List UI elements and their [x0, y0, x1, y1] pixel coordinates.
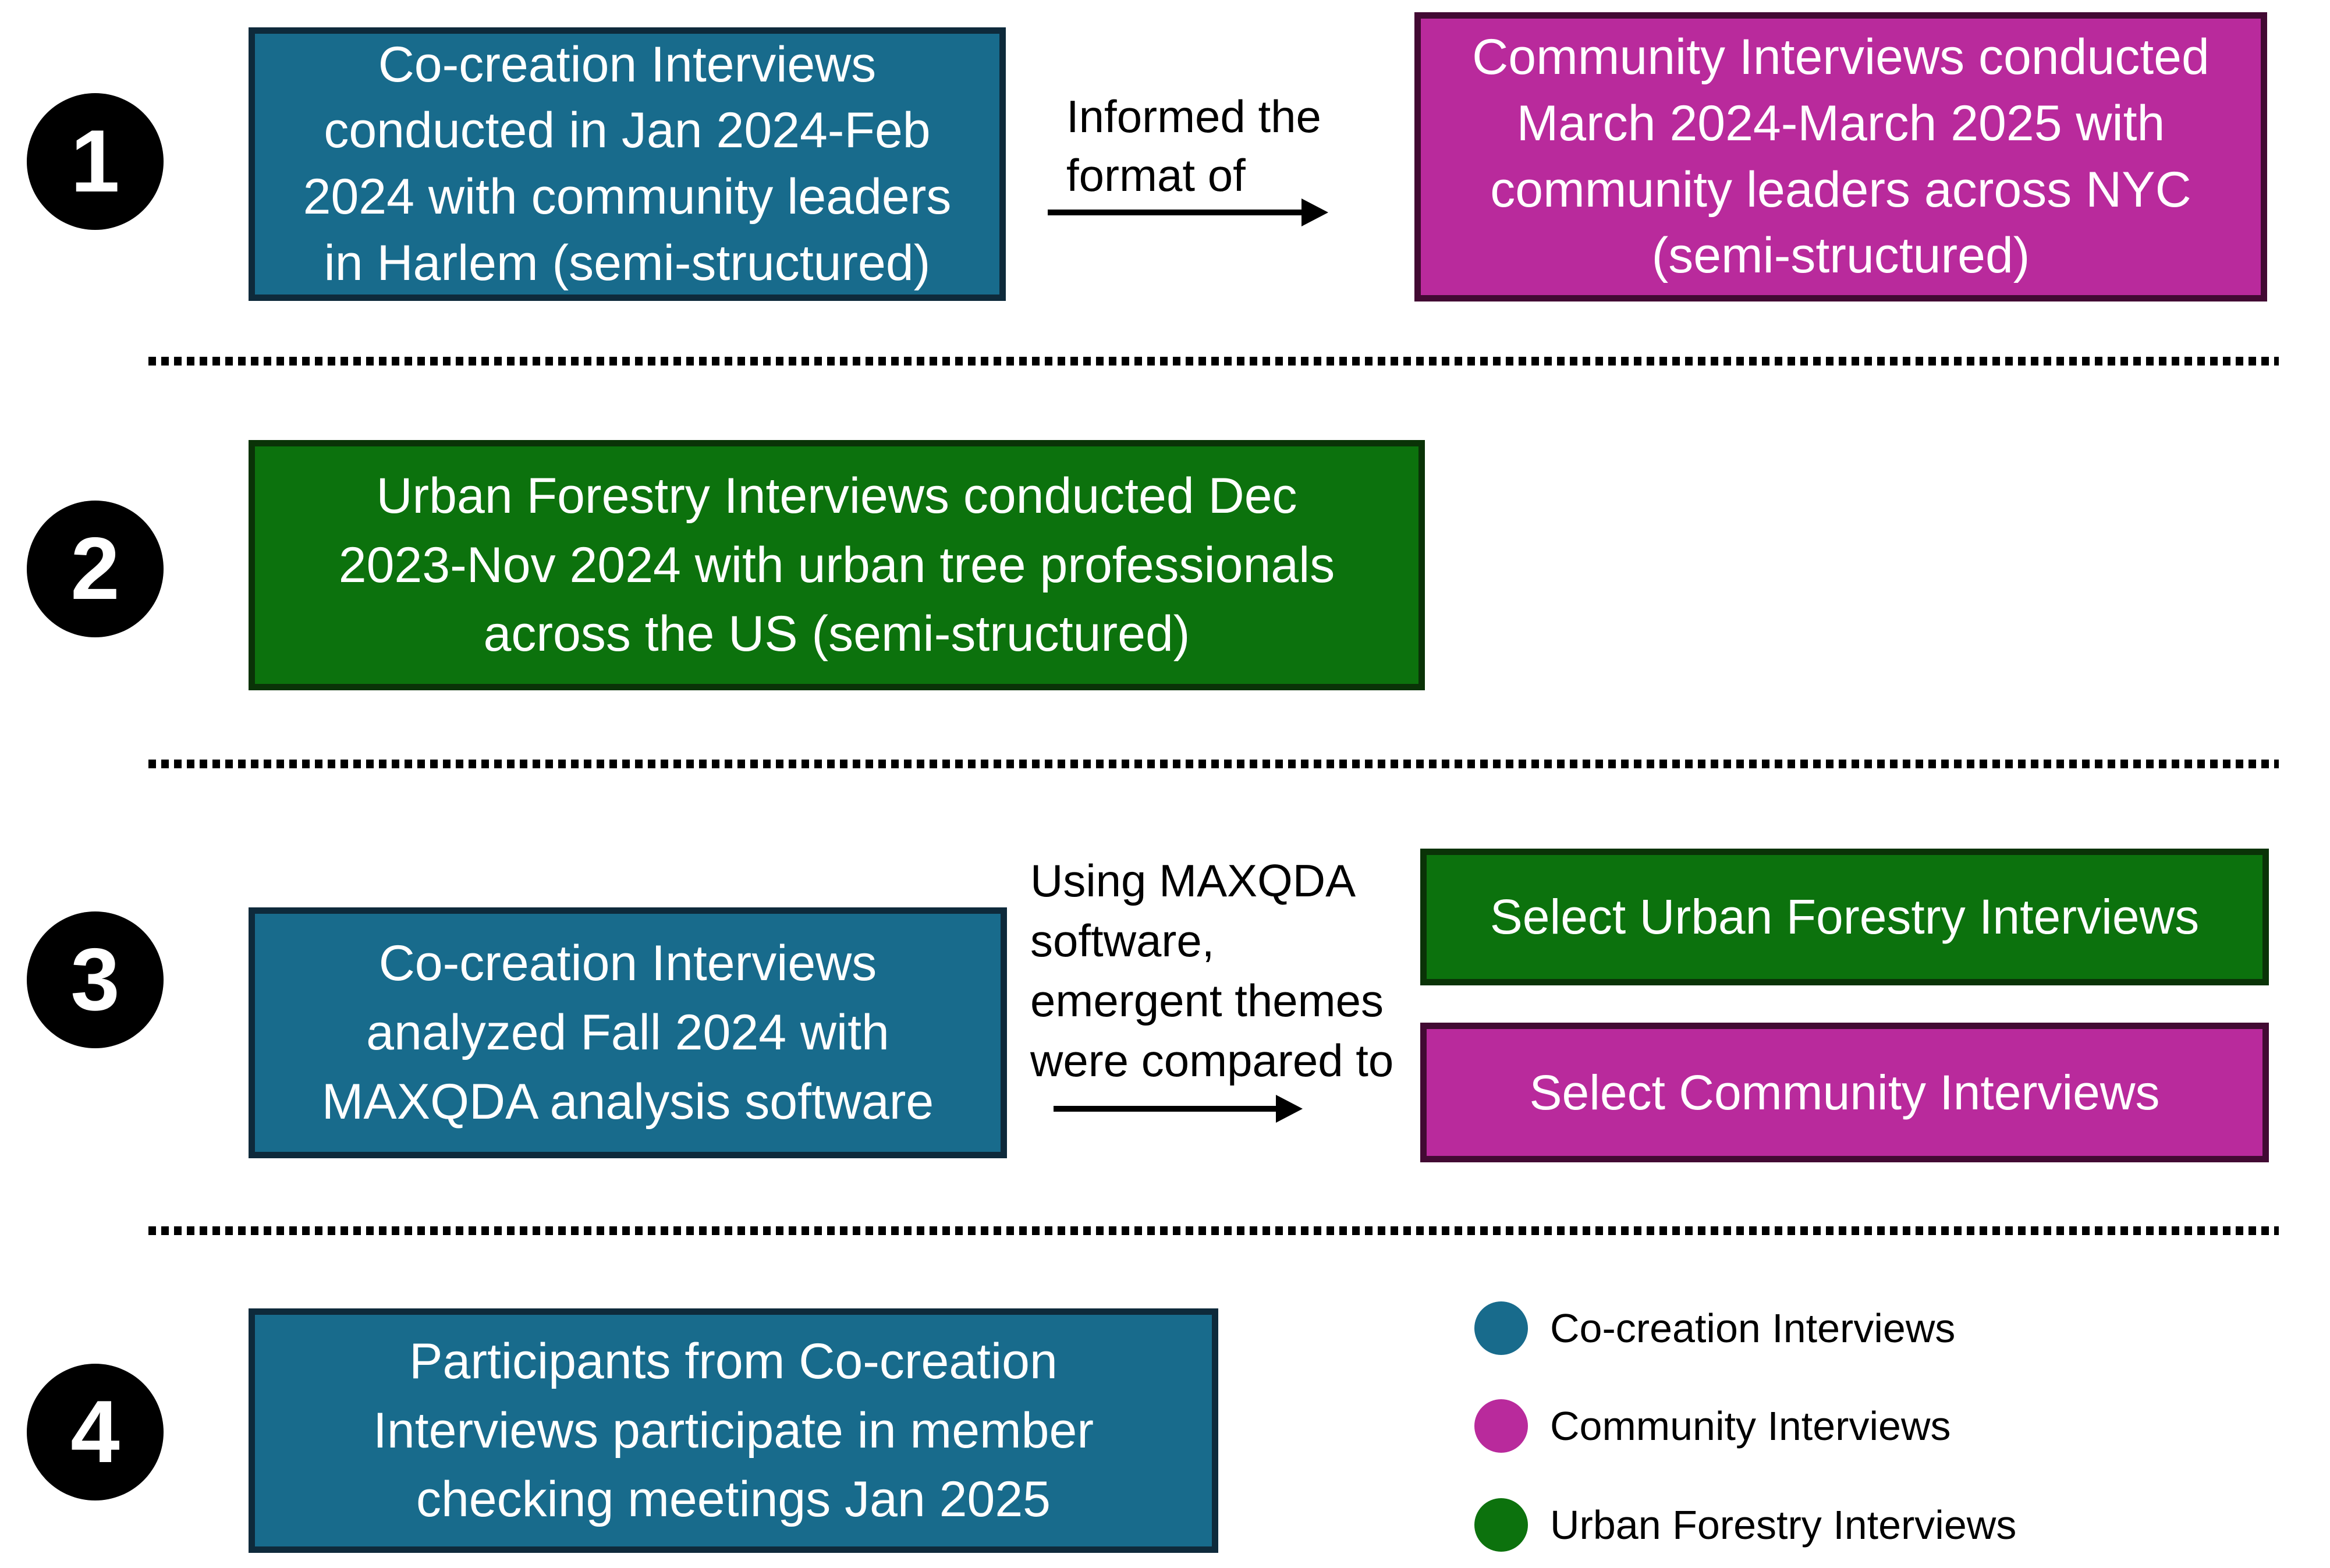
- dotted-divider-2: [148, 760, 2279, 768]
- legend-item-urban-forestry: Urban Forestry Interviews: [1474, 1498, 2016, 1552]
- step1-arrow: [1048, 198, 1328, 226]
- community-color-dot: [1474, 1399, 1528, 1453]
- step1-badge: 1: [27, 93, 164, 230]
- step4-member-checking-box: Participants from Co-creation Interviews…: [249, 1308, 1218, 1553]
- step1-cocreation-interviews-box: Co-creation Interviews conducted in Jan …: [249, 27, 1006, 301]
- step3-arrow: [1054, 1095, 1303, 1123]
- step1-arrow-label: Informed the format of: [1066, 91, 1321, 201]
- cocreation-color-dot: [1474, 1301, 1528, 1355]
- legend-item-cocreation: Co-creation Interviews: [1474, 1301, 1955, 1355]
- step3-cocreation-analysis-box: Co-creation Interviews analyzed Fall 202…: [249, 907, 1007, 1158]
- step2-urban-forestry-interviews-box: Urban Forestry Interviews conducted Dec …: [249, 440, 1425, 690]
- legend-item-community: Community Interviews: [1474, 1399, 1951, 1453]
- step2-badge: 2: [27, 501, 164, 637]
- step3-select-urban-forestry-box: Select Urban Forestry Interviews: [1420, 849, 2269, 985]
- step1-community-interviews-box: Community Interviews conducted March 202…: [1414, 12, 2267, 301]
- step4-badge: 4: [27, 1364, 164, 1500]
- step3-badge: 3: [27, 911, 164, 1048]
- dotted-divider-3: [148, 1226, 2279, 1235]
- legend-label-urban-forestry: Urban Forestry Interviews: [1550, 1502, 2017, 1548]
- legend-label-cocreation: Co-creation Interviews: [1550, 1306, 1956, 1351]
- step3-arrow-label: Using MAXQDA software, emergent themes w…: [1030, 855, 1394, 1086]
- legend-label-community: Community Interviews: [1550, 1403, 1951, 1449]
- urban-forestry-color-dot: [1474, 1498, 1528, 1552]
- dotted-divider-1: [148, 357, 2279, 366]
- step3-select-community-box: Select Community Interviews: [1420, 1023, 2269, 1162]
